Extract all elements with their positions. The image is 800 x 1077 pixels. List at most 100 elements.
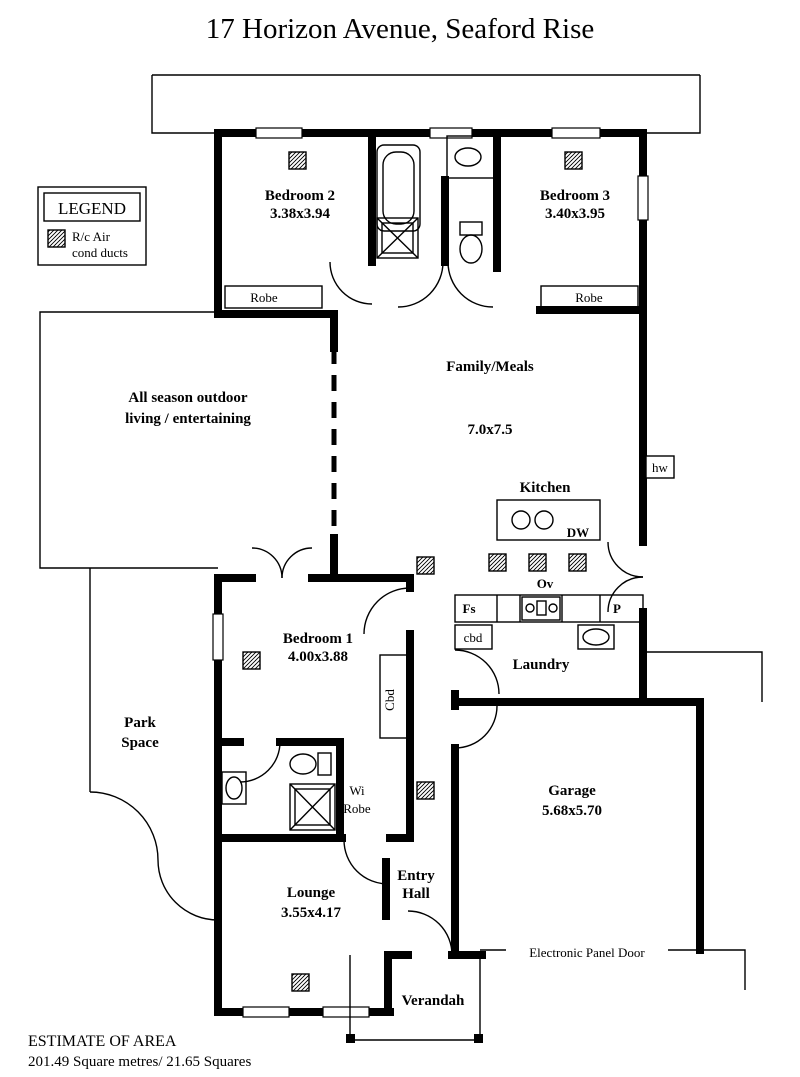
label-entry-line2: Hall — [402, 886, 430, 902]
label-outdoor-line1: All season outdoor — [128, 390, 248, 406]
site-boundary — [39, 74, 763, 990]
label-garage-dims: 5.68x5.70 — [542, 803, 602, 819]
door-arc-garage — [454, 705, 498, 749]
oven-knob-1 — [525, 603, 535, 613]
verandah-post-left — [346, 1034, 355, 1043]
door-arc-bathroom — [397, 261, 444, 308]
fixtures — [221, 135, 700, 1043]
legend-title-box — [43, 192, 141, 222]
room-labels: Bedroom 2 3.38x3.94 Bedroom 3 3.40x3.95 … — [121, 188, 610, 1009]
label-pantry: P — [613, 601, 621, 616]
label-outdoor-line2: living / entertaining — [125, 411, 251, 427]
label-bedroom2-name: Bedroom 2 — [265, 188, 335, 204]
garage-door-label-bg — [506, 941, 668, 962]
ensuite-toilet-bowl — [289, 753, 317, 775]
label-wi-line2: Robe — [343, 801, 371, 816]
label-cbd-kitchen: cbd — [464, 630, 483, 645]
robe-bed3-box — [540, 285, 639, 309]
duct-bed1-icon — [242, 651, 261, 670]
sink-bowl-2 — [534, 510, 554, 530]
label-family-dims: 7.0x7.5 — [468, 422, 513, 438]
label-bedroom3-name: Bedroom 3 — [540, 188, 610, 204]
bench-dividers — [496, 595, 601, 622]
bed1-cupboard — [379, 654, 409, 739]
window-lounge-2 — [322, 1006, 370, 1018]
shower-main — [376, 217, 419, 259]
label-oven: Ov — [537, 576, 554, 591]
legend: LEGEND R/c Air cond ducts — [37, 186, 147, 266]
park-gate-arc-1 — [89, 791, 159, 861]
door-arc-bed1 — [363, 587, 411, 635]
label-robe-bed3: Robe — [575, 290, 603, 305]
vanity-counter — [446, 135, 498, 179]
duct-bed2-icon — [288, 151, 307, 170]
door-arc-bed1-double-left — [251, 547, 283, 579]
label-robe-bed2: Robe — [250, 290, 278, 305]
robe-bed2-box — [224, 285, 323, 309]
laundry-trough-bowl — [582, 628, 610, 646]
oven-door — [536, 600, 547, 616]
label-kitchen: Kitchen — [520, 480, 571, 496]
legend-title: LEGEND — [58, 199, 126, 218]
verandah-post-right — [474, 1034, 483, 1043]
door-arc-front — [407, 910, 453, 956]
label-verandah: Verandah — [402, 993, 465, 1009]
label-hot-water: hw — [652, 460, 669, 475]
boundary-right-extension — [645, 651, 763, 702]
door-arc-bed2 — [329, 261, 373, 305]
label-wi-line1: Wi — [349, 783, 365, 798]
outdoor-area-outline — [39, 311, 218, 569]
ensuite-basin — [225, 776, 243, 800]
label-bedroom1-dims: 4.00x3.88 — [288, 649, 348, 665]
footer: ESTIMATE OF AREA 201.49 Square metres/ 2… — [28, 1033, 251, 1070]
kitchen-counter — [496, 499, 601, 541]
window-bath — [429, 127, 473, 139]
shower-main-cross — [376, 217, 419, 259]
duct-hall-upper-icon — [416, 556, 435, 575]
shower-ensuite — [289, 783, 336, 831]
window-lounge-1 — [242, 1006, 290, 1018]
shower-main-inner — [381, 222, 414, 254]
door-swings — [239, 261, 644, 956]
boundary-bottom-right — [703, 949, 746, 990]
ensuite-vanity — [221, 771, 247, 805]
duct-lounge-icon — [291, 973, 310, 992]
hot-water-unit — [645, 455, 675, 479]
duct-hall-lower-icon — [416, 781, 435, 800]
door-arc-laundry — [454, 649, 500, 695]
page-title: 17 Horizon Avenue, Seaford Rise — [206, 13, 594, 45]
kitchen-bench — [454, 594, 644, 623]
window-bed2 — [255, 127, 303, 139]
window-bed3-right — [637, 175, 649, 221]
sink-bowl-1 — [511, 510, 531, 530]
label-park-line1: Park — [124, 715, 156, 731]
wc-cistern — [459, 221, 483, 236]
footer-estimate-value: 201.49 Square metres/ 21.65 Squares — [28, 1054, 251, 1070]
label-lounge-dims: 3.55x4.17 — [281, 905, 342, 921]
boundary-left-connector — [151, 75, 218, 134]
window-bed1 — [212, 613, 224, 661]
footer-estimate-title: ESTIMATE OF AREA — [28, 1033, 177, 1050]
oven-knob-2 — [548, 603, 558, 613]
cupboard-box — [454, 624, 493, 650]
bathtub — [376, 144, 421, 232]
label-garage-panel-door: Electronic Panel Door — [529, 945, 645, 960]
label-fridge: Fs — [463, 601, 476, 616]
label-cbd-bedroom: Cbd — [382, 689, 397, 711]
duct-kitchen-1-icon — [488, 553, 507, 572]
verandah-outline — [349, 955, 481, 1041]
duct-bed3-icon — [564, 151, 583, 170]
legend-duct-label-2: cond ducts — [72, 245, 128, 260]
ensuite-cistern — [317, 752, 332, 776]
bathtub-inner — [382, 151, 415, 225]
walls — [214, 129, 704, 1016]
door-arc-ensuite — [239, 741, 281, 783]
label-laundry: Laundry — [513, 657, 570, 673]
windows — [212, 127, 649, 1018]
park-gate-arc-2 — [157, 859, 219, 921]
laundry-trough — [577, 624, 615, 650]
shower-ensuite-inner — [294, 788, 331, 826]
door-arc-family-upper — [607, 541, 644, 578]
label-bedroom2-dims: 3.38x3.94 — [270, 206, 331, 222]
